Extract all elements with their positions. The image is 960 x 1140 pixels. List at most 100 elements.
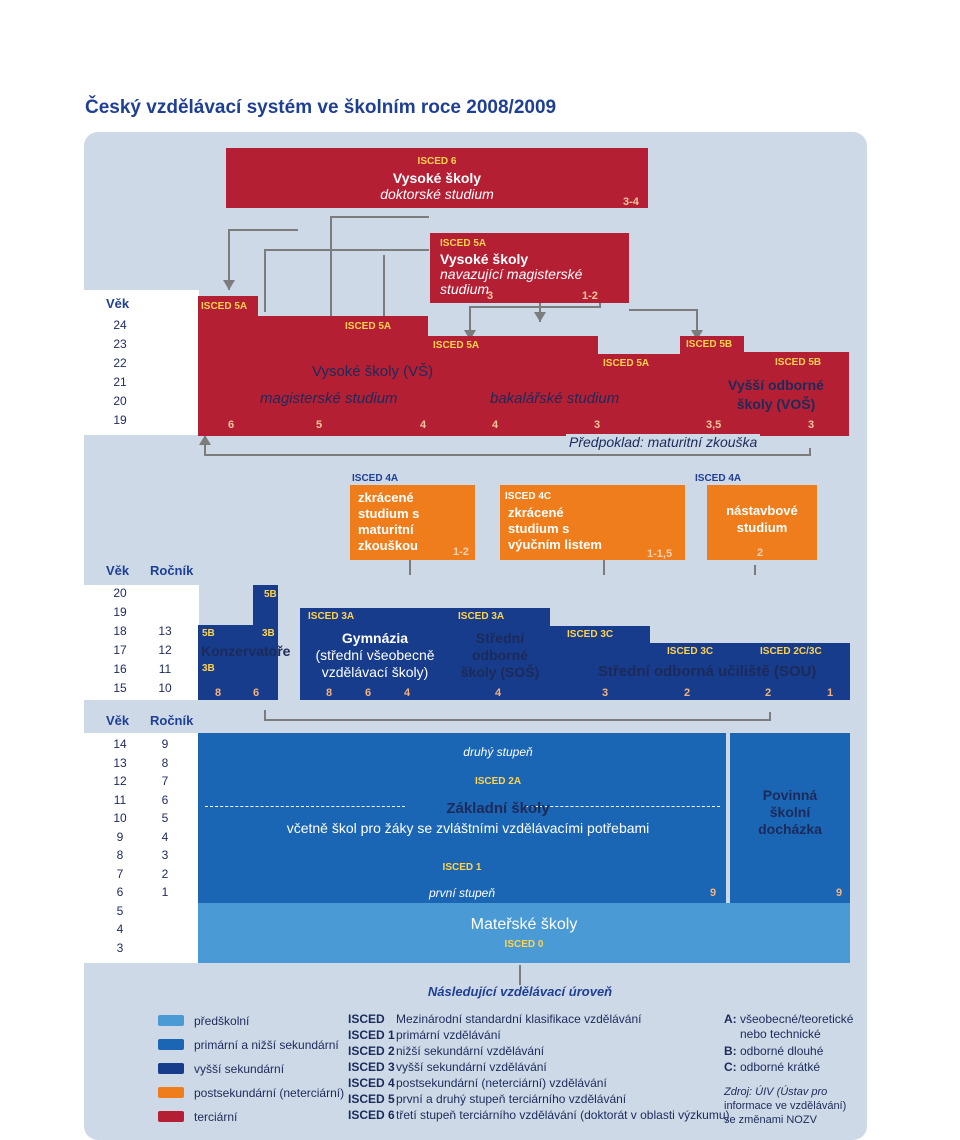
master-followup-years-a: 3 <box>487 290 494 302</box>
doctoral-name: Vysoké školy <box>392 170 482 186</box>
grade-label: 2 <box>161 866 169 881</box>
ages-basic-list: 14 13 12 11 10 9 8 7 6 5 4 3 <box>100 737 140 959</box>
age-label: 11 <box>113 792 127 807</box>
age-label: 8 <box>116 848 124 862</box>
age-band-tertiary <box>84 290 199 435</box>
legend-isced-desc: nižší sekundární vzdělávání <box>396 1044 545 1058</box>
grade-label: 7 <box>161 774 169 788</box>
grade-header-upper: Ročník <box>150 563 194 578</box>
grade-label: 11 <box>158 662 172 676</box>
master-followup-name: Vysoké školy <box>440 251 529 267</box>
sou-years-2b: 2 <box>765 687 772 699</box>
grade-label: 9 <box>161 737 169 751</box>
first-stage-label: první stupeň <box>428 886 496 900</box>
conservatory-3b-right: 3B <box>262 628 275 639</box>
legend-swatch-upper-secondary <box>158 1063 184 1074</box>
shortened-matura-line1: zkrácené <box>358 490 414 505</box>
age-label: 7 <box>116 866 124 881</box>
tertiary-block-3 <box>428 336 598 436</box>
legend-isced-code: ISCED 5 <box>348 1092 395 1106</box>
legend-isced-code: ISCED 2 <box>348 1044 395 1058</box>
second-stage-label: druhý stupeň <box>463 745 533 759</box>
conservatory-name: Konzervatoře <box>201 643 291 659</box>
isced-label: ISCED 5A <box>345 321 392 332</box>
source-line2: informace ve vzdělávání) <box>724 1100 847 1112</box>
age-label: 17 <box>113 643 127 657</box>
master-followup-years-b: 1-2 <box>582 290 598 302</box>
grades-basic-list: 9 8 7 6 5 4 3 2 1 <box>145 737 185 904</box>
isced-label: ISCED 0 <box>504 939 544 950</box>
conservatory-5b-top: 5B <box>264 589 277 600</box>
tertiary-years-5: 5 <box>316 419 323 431</box>
isced-label: ISCED 6 <box>417 156 457 167</box>
doctoral-box: ISCED 6 Vysoké školy doktorské studium 3… <box>226 148 648 208</box>
age-label: 4 <box>116 922 124 936</box>
sou-years-1: 1 <box>827 687 834 699</box>
age-label: 12 <box>113 774 127 788</box>
legend-isced-desc: první a druhý stupeň terciárního vzděláv… <box>396 1092 627 1106</box>
age-label: 21 <box>113 375 127 389</box>
bachelor-label: bakalářské studium <box>490 390 620 407</box>
legend-b-line1: odborné dlouhé <box>740 1044 824 1058</box>
isced-label: ISCED 3A <box>308 611 355 622</box>
preschool-box <box>198 903 850 963</box>
gymnasium-line1: Gymnázia <box>341 630 409 646</box>
tertiary-years-6: 6 <box>228 419 235 431</box>
conservatory-years-6: 6 <box>253 687 260 699</box>
age-label: 24 <box>113 318 127 332</box>
doctoral-sub: doktorské studium <box>380 186 494 202</box>
vos-block-1 <box>680 336 744 436</box>
isced-label: ISCED 4C <box>505 491 552 502</box>
page-title: Český vzdělávací systém ve školním roce … <box>85 97 557 118</box>
legend-key-a: A: <box>724 1012 737 1026</box>
sos-line3: školy (SOŠ) <box>460 664 540 680</box>
legend-label: terciární <box>194 1110 238 1124</box>
legend-isced-desc: třetí stupeň terciárního vzdělávání (dok… <box>396 1108 730 1122</box>
basic-years-9: 9 <box>710 887 717 899</box>
ages-upper-list: 20 19 18 17 16 15 <box>100 586 140 700</box>
stage-divider-right <box>525 806 720 807</box>
legend-isced-desc: vyšší sekundární vzdělávání <box>396 1060 547 1074</box>
conservatory-box <box>198 625 278 700</box>
legend-isced-desc: primární vzdělávání <box>396 1028 501 1042</box>
grade-label: 13 <box>158 624 172 638</box>
age-label: 13 <box>113 755 127 770</box>
vos-name-2: školy (VOŠ) <box>736 396 816 412</box>
shortened-vocational-line1: zkrácené <box>508 505 564 520</box>
grade-label: 6 <box>161 792 169 807</box>
legend-c-line1: odborné krátké <box>740 1060 821 1074</box>
age-label: 15 <box>113 681 127 695</box>
compulsory-line1: Povinná <box>762 787 818 803</box>
legend-label: primární a nižší sekundární <box>194 1038 339 1052</box>
age-label: 18 <box>113 624 127 638</box>
magister-label: magisterské studium <box>260 390 398 407</box>
gymnasium-years-4: 4 <box>404 687 411 699</box>
source-line1: Zdroj: ÚIV (Ústav pro <box>724 1086 828 1098</box>
isced-label: ISCED 5A <box>201 301 248 312</box>
gymnasium-years-8: 8 <box>326 687 333 699</box>
sos-years-4: 4 <box>495 687 502 699</box>
sou-name: Střední odborná učiliště (SOU) <box>598 663 817 680</box>
legend-isced-code: ISCED 6 <box>348 1108 395 1122</box>
grades-upper-list: 13 12 11 10 <box>145 624 185 700</box>
source-line3: se změnami NOZV <box>724 1114 817 1126</box>
age-label: 9 <box>116 829 124 844</box>
shortened-matura-years: 1-2 <box>453 546 469 558</box>
age-label: 19 <box>113 413 127 427</box>
legend-swatch-tertiary <box>158 1111 184 1122</box>
compulsory-box <box>730 733 850 903</box>
age-label: 20 <box>113 586 127 600</box>
legend-isced-code: ISCED 1 <box>348 1028 395 1042</box>
basic-school-box <box>198 733 726 903</box>
legend-swatch-postsecondary <box>158 1087 184 1098</box>
age-label: 14 <box>113 737 127 751</box>
grade-label: 12 <box>158 643 172 657</box>
grade-label: 1 <box>161 885 169 899</box>
sos-line1: Střední <box>475 630 525 646</box>
shortened-vocational-line2: studium s <box>508 521 570 536</box>
conservatory-years-8: 8 <box>215 687 222 699</box>
grade-label: 8 <box>161 755 169 770</box>
age-header-upper: Věk <box>106 563 130 578</box>
age-band-upper <box>84 585 199 700</box>
isced-label: ISCED 4A <box>695 473 742 484</box>
